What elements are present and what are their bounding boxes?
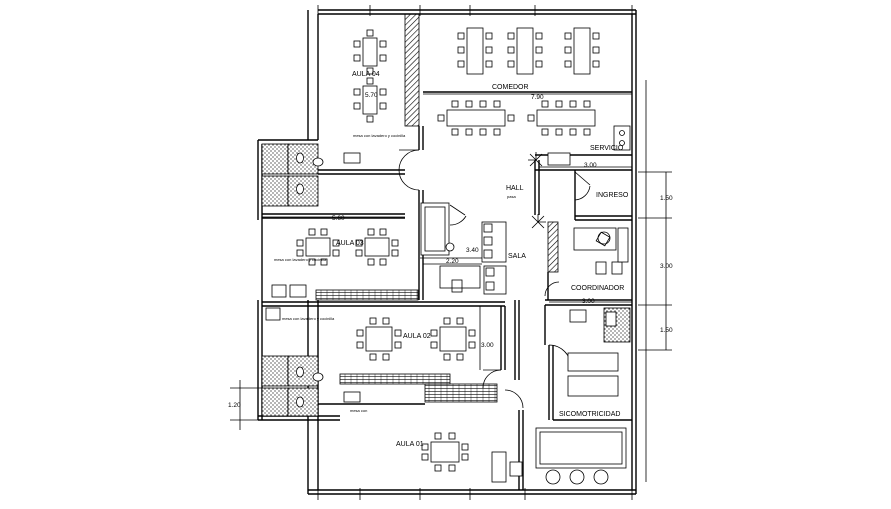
dimension-label: 5.70 xyxy=(365,92,378,99)
room-label-aula-01: AULA 01 xyxy=(396,441,424,448)
room-labels: AULA 04 COMEDOR SERVICIO HALL pasa INGRE… xyxy=(336,71,629,448)
room-label-coordinador: COORDINADOR xyxy=(571,285,624,292)
dimension-label: 1.50 xyxy=(660,195,673,202)
dimension-texts: 5.70 7.90 3.00 5.60 3.40 2.20 3.00 3.00 … xyxy=(228,92,673,409)
note-lavadero: mesa con xyxy=(350,408,367,413)
plant-icon xyxy=(528,152,546,229)
room-label-servicio: SERVICIO xyxy=(590,145,624,152)
dimension-label: 3.00 xyxy=(582,298,595,305)
restroom-blocks xyxy=(261,143,631,417)
room-label-sala: SALA xyxy=(508,253,526,260)
note-lavadero: mesa con lavadero y cocinilla xyxy=(282,316,335,321)
room-label-comedor: COMEDOR xyxy=(492,84,529,91)
room-label-sicomotricidad: SICOMOTRICIDAD xyxy=(559,411,620,418)
dimension-label: 1.50 xyxy=(660,327,673,334)
dimension-lines xyxy=(230,80,672,482)
aula-01-furniture xyxy=(421,432,523,483)
dimension-label: 7.90 xyxy=(531,94,544,101)
dimension-label: 5.60 xyxy=(332,215,345,222)
fixture-notes: mesa con lavadero y cocinilla mesa con l… xyxy=(274,133,406,413)
sala-furniture xyxy=(420,202,507,295)
dimension-label: 3.00 xyxy=(481,342,494,349)
room-label-hall-sub: pasa xyxy=(507,194,516,199)
comedor-furniture xyxy=(437,27,631,166)
dimension-label: 3.40 xyxy=(466,247,479,254)
aula-04-furniture xyxy=(353,29,387,123)
note-lavadero: mesa con lavadero y cocinilla xyxy=(353,133,406,138)
room-label-aula-04: AULA 04 xyxy=(352,71,380,78)
room-label-ingreso: INGRESO xyxy=(596,192,629,199)
room-label-aula-03: AULA 03 xyxy=(336,240,364,247)
note-lavadero: mesa con lavadero y cocinilla xyxy=(274,257,327,262)
coordinador-furniture xyxy=(573,227,629,275)
outer-walls xyxy=(257,9,637,495)
aula-03-furniture xyxy=(296,228,399,266)
room-label-aula-02: AULA 02 xyxy=(403,333,431,340)
room-label-hall: HALL xyxy=(506,185,524,192)
doors xyxy=(398,149,591,409)
dimension-label: 2.20 xyxy=(446,258,459,265)
grid-ticks xyxy=(317,5,633,500)
dimension-label: 3.00 xyxy=(660,263,673,270)
dimension-label: 3.00 xyxy=(584,162,597,169)
aula-02-furniture xyxy=(356,317,476,361)
dimension-label: 1.20 xyxy=(228,402,241,409)
interior-walls xyxy=(262,13,632,490)
sicomotricidad-furniture xyxy=(535,352,627,485)
